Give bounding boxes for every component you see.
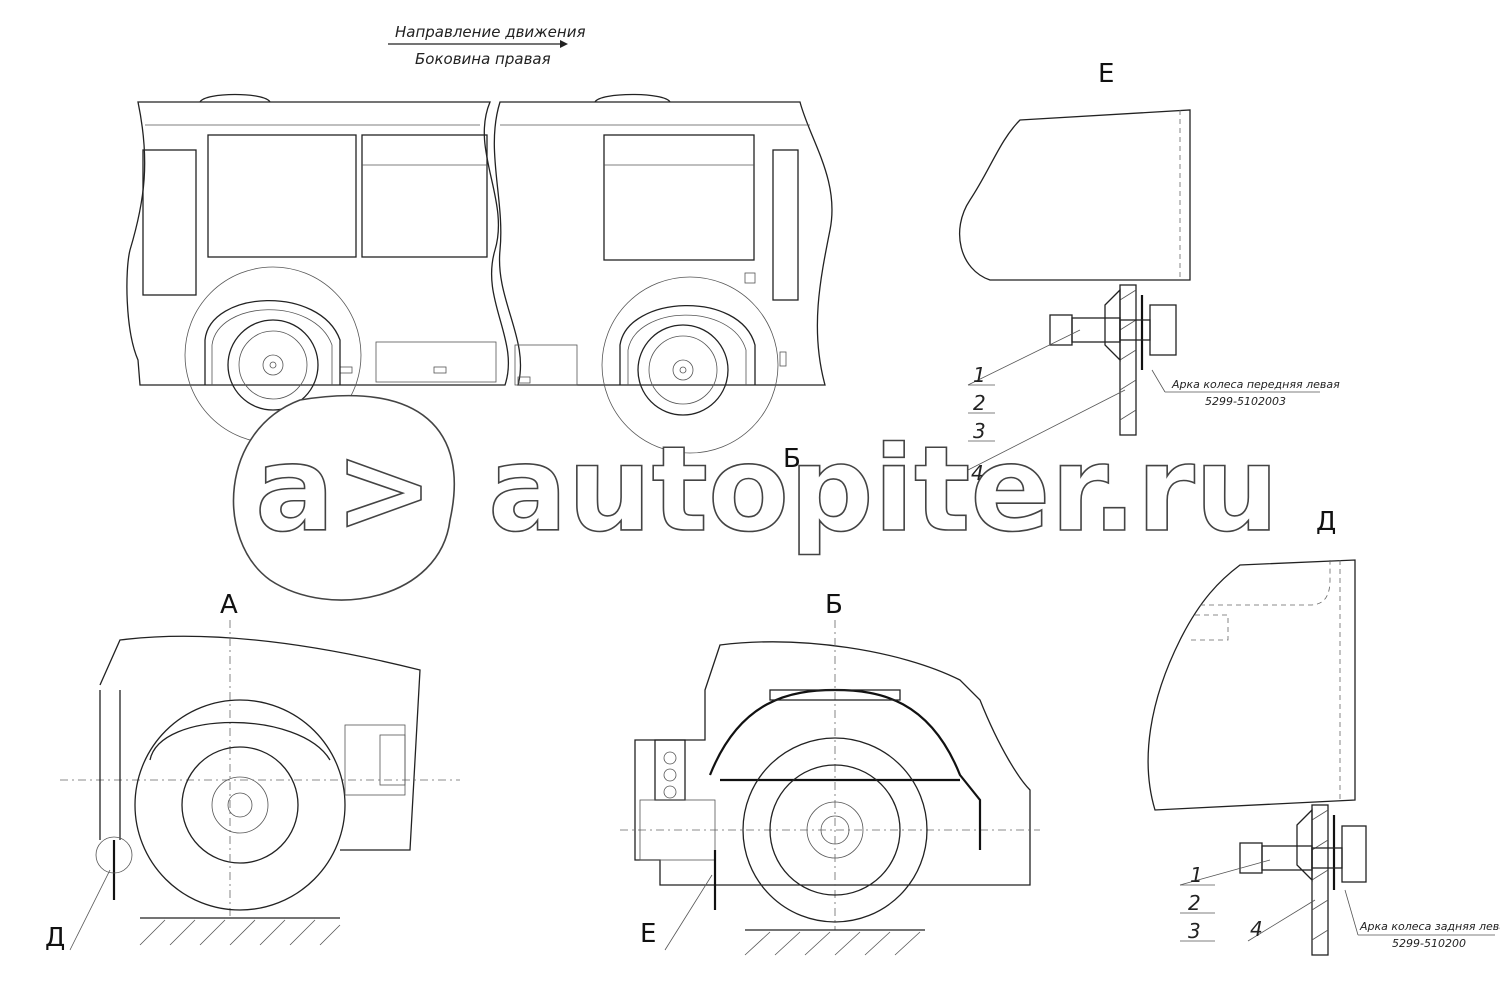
detail-e-part-number: 5299-5102003 [1205, 395, 1286, 408]
view-b-drawing [620, 620, 1040, 956]
detail-d-pos-4: 4 [1250, 917, 1263, 941]
callout-e: Е [640, 919, 656, 949]
direction-label: Направление движения [395, 23, 585, 41]
detail-d-drawing [1147, 559, 1495, 956]
direction-arrow [388, 40, 568, 48]
view-a-title: А [220, 590, 238, 620]
detail-d-pos-3: 3 [1188, 919, 1201, 943]
detail-e-pos-3: 3 [973, 419, 986, 443]
detail-d-pos-2: 2 [1188, 891, 1201, 915]
detail-e-part-name: Арка колеса передняя левая [1171, 378, 1340, 391]
detail-e-pos-4: 4 [971, 461, 984, 485]
detail-d-part-number: 5299-510200 [1392, 937, 1466, 950]
detail-d-pos-1: 1 [1190, 863, 1203, 887]
view-d-title: Д [1316, 507, 1336, 537]
detail-e-pos-2: 2 [973, 391, 986, 415]
detail-e-pos-1: 1 [973, 363, 986, 387]
watermark-logo: a> [232, 394, 455, 601]
view-e-title: Е [1098, 59, 1114, 89]
detail-d-part-name: Арка колеса задняя левая [1359, 920, 1500, 933]
svg-text:a>: a> [255, 420, 434, 558]
detail-e-drawing [958, 109, 1320, 471]
view-a-drawing [60, 620, 460, 951]
callout-b: Б [783, 444, 801, 474]
side-label: Боковина правая [415, 50, 551, 68]
callout-d: Д [45, 923, 65, 953]
bus-side-front [126, 93, 510, 444]
bus-side-rear [493, 93, 833, 454]
watermark-text: autopiter.ru [488, 420, 1279, 558]
view-b-title: Б [825, 590, 843, 620]
